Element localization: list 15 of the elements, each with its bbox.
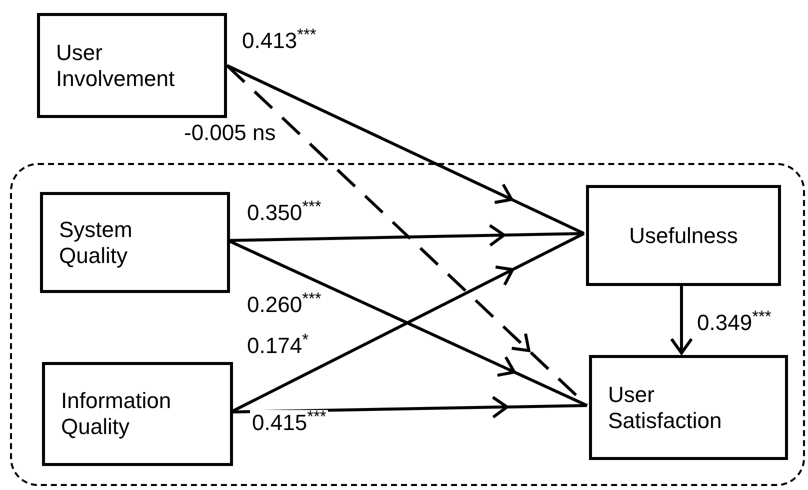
box-label: User Involvement xyxy=(56,40,176,92)
construct-box xyxy=(37,13,227,118)
arrow xyxy=(226,64,588,407)
box-label: Usefulness xyxy=(628,222,739,248)
arrow xyxy=(670,284,693,354)
construct-box xyxy=(42,362,233,466)
box-label: Information Quality xyxy=(61,388,172,440)
arrow xyxy=(226,64,585,235)
box-label: User Satisfaction xyxy=(608,382,723,434)
box-label: System Quality xyxy=(59,216,134,268)
arrow xyxy=(230,396,588,419)
construct-box xyxy=(586,185,781,286)
dashed-group-border xyxy=(10,163,805,486)
construct-box xyxy=(40,192,230,293)
construct-box xyxy=(589,355,788,460)
